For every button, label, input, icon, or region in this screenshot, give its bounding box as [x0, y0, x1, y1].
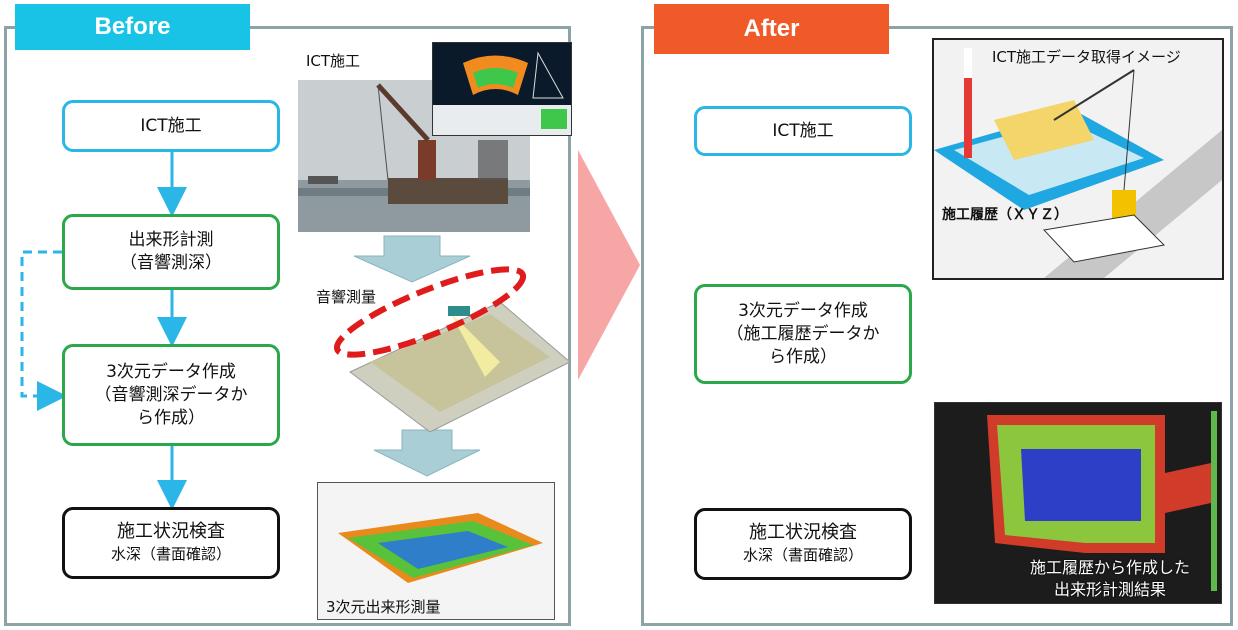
after-data-line2: （施工履歴データか	[726, 323, 880, 344]
ict-monitor-screen	[432, 42, 572, 136]
after-inspect-box: 施工状況検査 水深（書面確認）	[694, 508, 912, 580]
after-data-line1: 3次元データ作成	[738, 300, 868, 321]
survey-3d-image	[317, 482, 555, 620]
before-data-box: 3次元データ作成 （音響測深データか ら作成）	[62, 344, 280, 446]
after-inspect-line2: 水深（書面確認）	[742, 546, 863, 564]
after-tag: After	[654, 4, 889, 54]
before-ict-box: ICT施工	[62, 100, 280, 152]
result-pointcloud-image	[934, 402, 1222, 604]
before-inspect-box: 施工状況検査 水深（書面確認）	[62, 507, 280, 579]
sonar-caption: 音響測量	[316, 288, 377, 306]
crane-caption: ICT施工	[306, 52, 361, 70]
after-ict-box: ICT施工	[694, 106, 912, 156]
ict-data-caption: ICT施工データ取得イメージ	[992, 48, 1181, 66]
after-data-box: 3次元データ作成 （施工履歴データか ら作成）	[694, 284, 912, 384]
ict-data-image	[932, 38, 1224, 280]
before-ict-label: ICT施工	[140, 115, 202, 136]
sonar-survey-image	[330, 262, 574, 432]
survey-caption: 3次元出来形測量	[326, 598, 441, 616]
before-measure-line2: （音響測深）	[120, 253, 222, 273]
before-inspect-line1: 施工状況検査	[117, 521, 225, 542]
before-measure-box: 出来形計測 （音響測深）	[62, 214, 280, 290]
before-data-line3: ら作成）	[137, 407, 205, 428]
crane-photo	[298, 80, 530, 232]
before-tag: Before	[15, 4, 250, 50]
after-inspect-line1: 施工状況検査	[749, 522, 857, 543]
before-data-line2: （音響測深データか	[94, 384, 248, 405]
xyz-caption: 施工履歴（ＸＹＺ）	[942, 207, 1068, 223]
after-ict-label: ICT施工	[772, 120, 834, 141]
before-measure-line1: 出来形計測	[128, 230, 214, 250]
after-data-line3: ら作成）	[769, 346, 837, 367]
before-data-line1: 3次元データ作成	[106, 361, 236, 382]
before-inspect-line2: 水深（書面確認）	[110, 545, 231, 563]
result-caption-line1: 施工履歴から作成した	[1030, 558, 1191, 577]
result-caption-line2: 出来形計測結果	[1054, 580, 1167, 599]
